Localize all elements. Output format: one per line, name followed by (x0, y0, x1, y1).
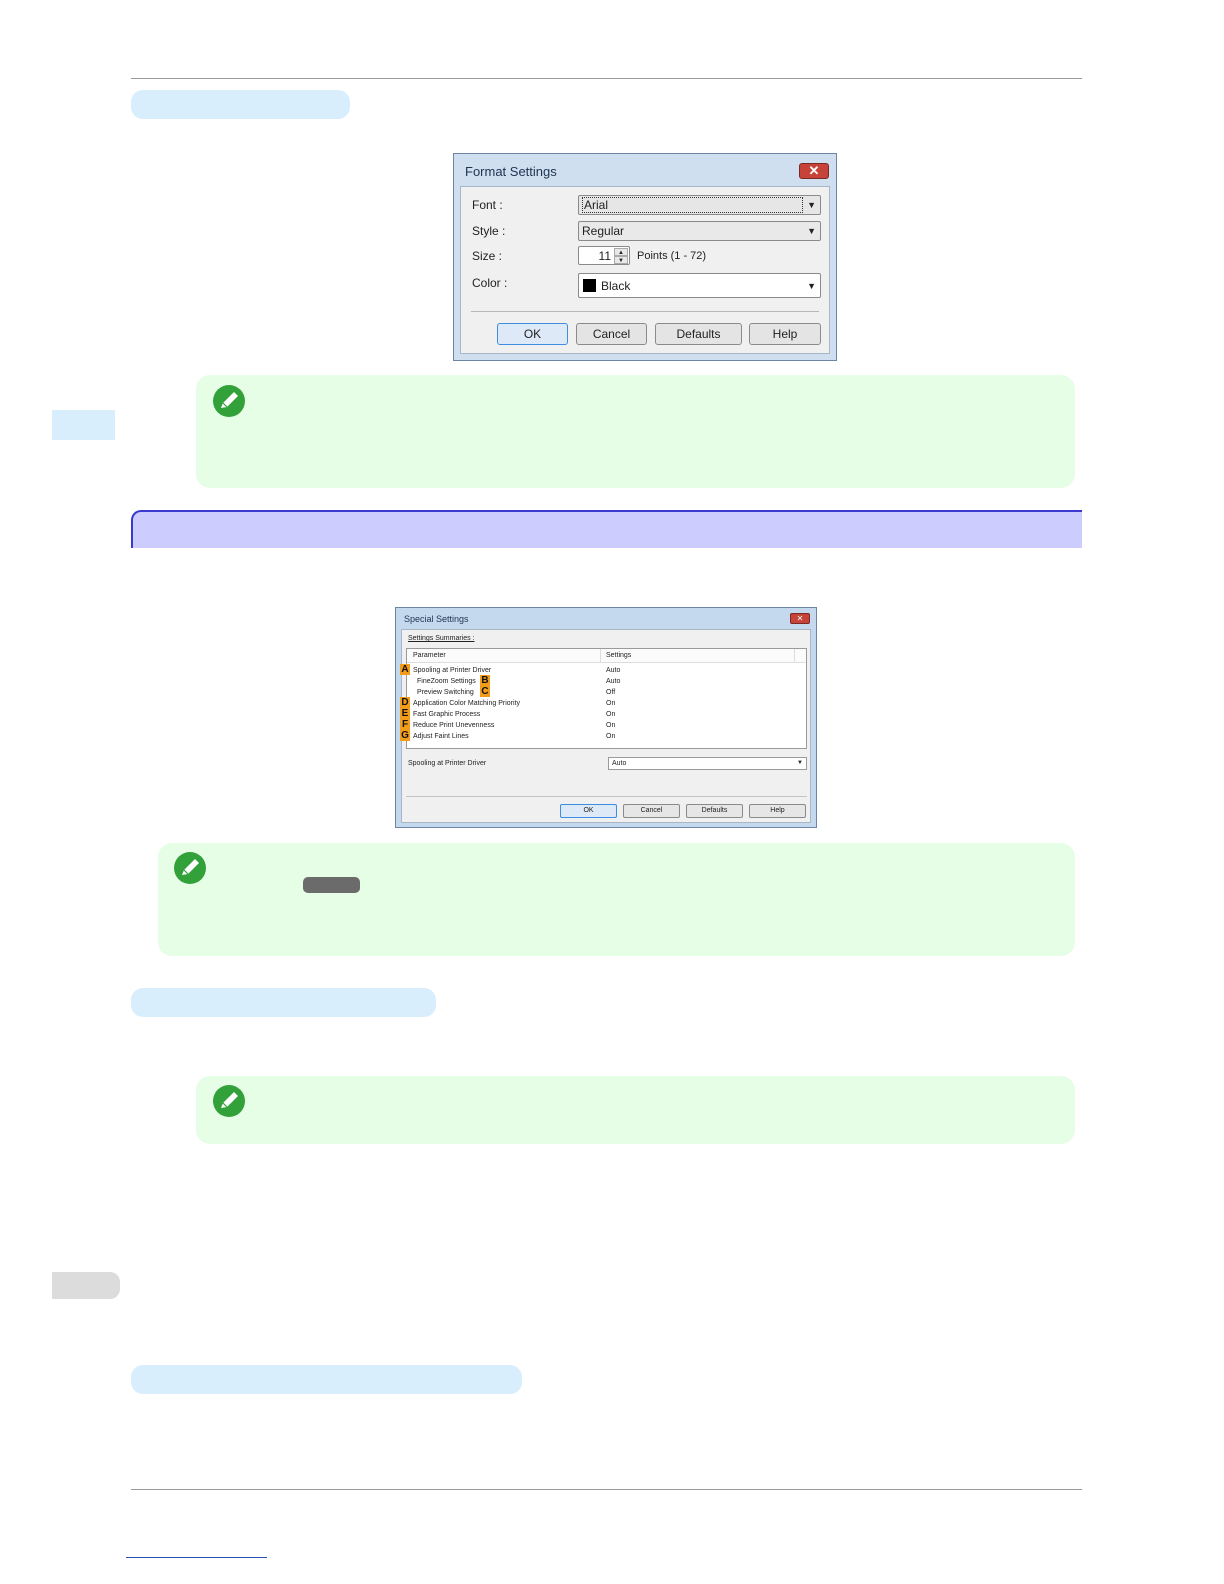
list-item-value: On (606, 711, 616, 718)
help-button[interactable]: Help (749, 323, 821, 345)
section-heading-bar (131, 510, 1082, 548)
style-select-value: Regular (582, 224, 625, 238)
column-header-parameter[interactable]: Parameter (413, 652, 446, 659)
pencil-note-icon (174, 852, 206, 884)
list-item[interactable]: FineZoom Settings (417, 678, 476, 685)
list-item-value: On (606, 722, 616, 729)
style-select[interactable]: Regular ▼ (578, 221, 821, 241)
callout-badge: E (400, 708, 410, 719)
color-swatch (583, 279, 596, 292)
dialog-title: Format Settings (465, 164, 557, 179)
callout-badge: B (480, 675, 490, 686)
note-box (158, 843, 1075, 956)
help-button[interactable]: Help (749, 804, 806, 818)
chevron-down-icon[interactable]: ▼ (614, 256, 628, 264)
callout-badge: D (400, 697, 410, 708)
footer-link-underline[interactable] (126, 1557, 267, 1558)
list-header (407, 649, 806, 663)
list-item-value: On (606, 733, 616, 740)
size-value: 11 (598, 249, 611, 263)
cancel-button[interactable]: Cancel (576, 323, 647, 345)
close-button[interactable]: ✕ (790, 613, 810, 624)
settings-list[interactable]: Parameter Settings Spooling at Printer D… (406, 648, 807, 749)
callout-badge: A (400, 664, 410, 675)
bottom-rule (131, 1489, 1082, 1490)
chevron-down-icon: ▼ (797, 760, 803, 766)
list-item[interactable]: Spooling at Printer Driver (413, 667, 492, 674)
chapter-side-tab (52, 410, 115, 440)
close-button[interactable]: ✕ (799, 163, 829, 179)
pencil-note-icon (213, 385, 245, 417)
chevron-down-icon: ▼ (807, 281, 816, 291)
special-settings-dialog: Special Settings ✕ Settings Summaries : … (395, 607, 817, 828)
chevron-down-icon: ▼ (807, 200, 816, 210)
ui-key-badge (303, 877, 360, 893)
list-item-value: On (606, 700, 616, 707)
subheading-pill-3 (131, 1365, 522, 1394)
size-units: Points (1 - 72) (637, 250, 707, 262)
defaults-button[interactable]: Defaults (655, 323, 742, 345)
color-select-value: Black (601, 279, 631, 293)
ok-button[interactable]: OK (560, 804, 617, 818)
list-item[interactable]: Reduce Print Unevenness (413, 722, 495, 729)
color-select[interactable]: Black ▼ (578, 273, 821, 298)
font-select[interactable]: Arial ▼ (578, 195, 821, 215)
cancel-button[interactable]: Cancel (623, 804, 680, 818)
list-item-value: Off (606, 689, 616, 696)
subheading-pill-1 (131, 90, 350, 119)
column-divider (600, 649, 601, 662)
list-item[interactable]: Fast Graphic Process (413, 711, 481, 718)
format-settings-dialog: Format Settings ✕ Font : Arial ▼ Style :… (453, 153, 837, 361)
divider (471, 311, 819, 312)
chevron-up-icon[interactable]: ▲ (614, 248, 628, 256)
size-label: Size : (472, 249, 503, 263)
defaults-button[interactable]: Defaults (686, 804, 743, 818)
list-item[interactable]: Adjust Faint Lines (413, 733, 469, 740)
spooling-select-value: Auto (612, 760, 627, 767)
font-select-value: Arial (582, 197, 803, 213)
settings-summaries-label: Settings Summaries : (408, 635, 475, 642)
callout-badge: C (480, 686, 490, 697)
list-item[interactable]: Preview Switching (417, 689, 474, 696)
ok-button[interactable]: OK (497, 323, 568, 345)
color-label: Color : (472, 276, 508, 290)
column-header-settings[interactable]: Settings (606, 652, 632, 659)
subheading-pill-2 (131, 988, 436, 1017)
pencil-note-icon (213, 1085, 245, 1117)
callout-badge: F (400, 719, 410, 730)
list-item-value: Auto (606, 678, 621, 685)
page-number-tab (52, 1272, 120, 1299)
dialog-title: Special Settings (404, 614, 469, 624)
font-label: Font : (472, 198, 503, 212)
chevron-down-icon: ▼ (807, 226, 816, 236)
column-divider (794, 649, 795, 662)
top-rule (131, 78, 1082, 79)
size-stepper[interactable]: 11 ▲ ▼ (578, 246, 630, 265)
style-label: Style : (472, 224, 506, 238)
list-item-value: Auto (606, 667, 621, 674)
callout-badge: G (400, 730, 410, 741)
note-box (196, 375, 1075, 488)
spooling-select[interactable]: Auto ▼ (608, 757, 807, 770)
note-box (196, 1076, 1075, 1144)
list-item[interactable]: Application Color Matching Priority (413, 700, 520, 707)
spooling-selector-label: Spooling at Printer Driver (408, 760, 487, 767)
divider (406, 796, 807, 797)
